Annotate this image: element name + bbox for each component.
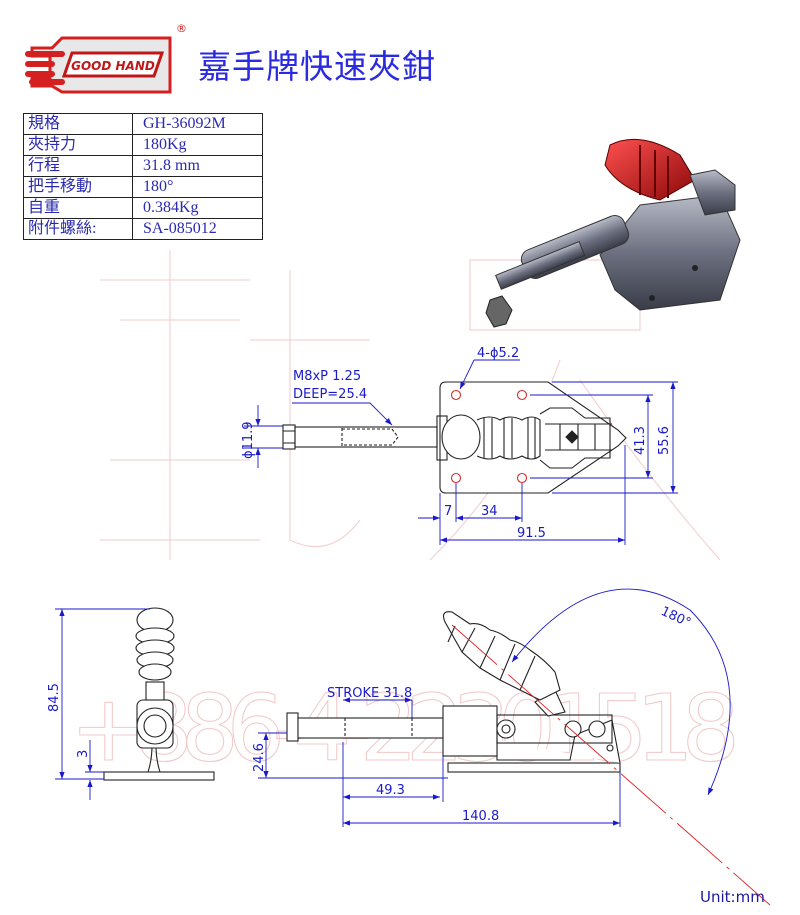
handle-centerline: [451, 624, 771, 906]
dim-84-5: 84.5: [47, 683, 62, 712]
dim-3: 3: [76, 750, 91, 758]
dim-7: 7: [444, 504, 452, 519]
top-view-labels: 4-ϕ5.2 M8xP 1.25 DEEP=25.4 ϕ11.9 41.3 55…: [241, 346, 672, 541]
logo-text: GOOD HAND: [71, 59, 155, 73]
spec-value: 0.384Kg: [132, 197, 263, 219]
thread-note: M8xP 1.25: [293, 369, 361, 384]
dim-stroke: STROKE 31.8: [327, 686, 412, 701]
dim-91-5: 91.5: [517, 526, 546, 541]
dim-24-6: 24.6: [252, 743, 267, 772]
table-row: 附件螺絲:SA-085012: [23, 218, 263, 240]
dim-49-3: 49.3: [376, 783, 405, 798]
top-view: [282, 381, 627, 494]
end-view-labels: 84.5 3: [47, 683, 91, 758]
hole-note: 4-ϕ5.2: [477, 346, 519, 361]
unit-label: Unit:mm: [700, 888, 765, 906]
registered-mark: ®: [176, 22, 187, 35]
dim-34: 34: [481, 504, 498, 519]
page-title: 嘉手牌快速夾鉗: [198, 47, 436, 86]
dim-41-3: 41.3: [633, 426, 648, 455]
clamp-3d-render: [485, 138, 741, 328]
spec-value: SA-085012: [132, 218, 263, 240]
end-view-dimensions: [55, 608, 150, 800]
spec-label: 附件螺絲:: [23, 218, 133, 240]
spec-value: 31.8 mm: [132, 155, 263, 177]
spec-label: 把手移動: [23, 176, 133, 198]
dim-55-6: 55.6: [657, 426, 672, 455]
dim-dia-11-9: ϕ11.9: [241, 421, 256, 459]
deep-note: DEEP=25.4: [293, 387, 367, 402]
side-view-dimensions: [258, 588, 731, 827]
top-view-dimensions: [244, 359, 678, 545]
end-view: [103, 607, 215, 781]
dim-140-8: 140.8: [462, 809, 499, 824]
good-hand-logo: GOOD HAND ®: [22, 20, 187, 100]
spec-value: GH-36092M: [132, 113, 263, 135]
side-view-labels: STROKE 31.8 24.6 49.3 140.8 180°: [252, 604, 693, 824]
